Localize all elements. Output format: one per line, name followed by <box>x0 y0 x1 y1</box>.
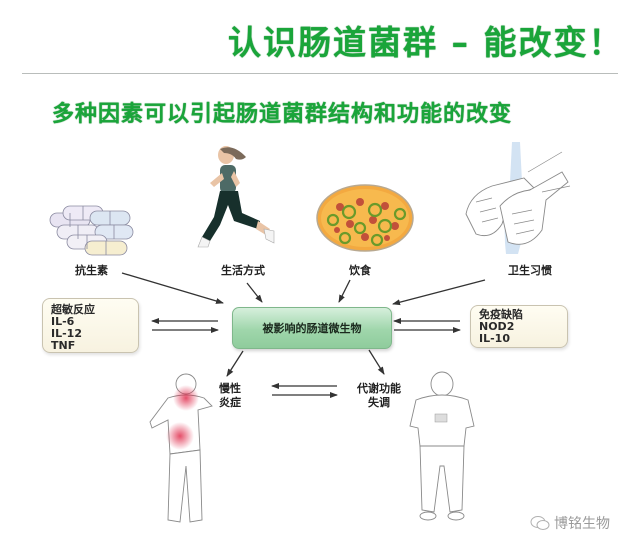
factor-label-hygiene: 卫生习惯 <box>508 264 552 277</box>
immune-overreaction-box: 超敏反应 IL-6 IL-12 TNF <box>42 298 139 353</box>
page-title: 认识肠道菌群 – 能改变！ <box>228 23 624 62</box>
pizza-icon <box>316 184 414 252</box>
wechat-icon <box>530 516 550 530</box>
right-box-line: 免疫缺陷 <box>479 308 523 321</box>
runner-icon <box>197 146 275 248</box>
outcome-metabolic: 代谢功能 失调 <box>357 382 401 409</box>
factor-label-lifestyle: 生活方式 <box>221 264 265 277</box>
title-divider <box>22 73 618 74</box>
handwashing-icon <box>465 142 571 254</box>
page-subtitle: 多种因素可以引起肠道菌群结构和功能的改变 <box>52 102 513 127</box>
capsules-icon <box>49 205 134 256</box>
right-box-line: IL-10 <box>479 332 510 345</box>
factor-label-antibiotics: 抗生素 <box>75 264 108 277</box>
obese-person-icon <box>409 371 475 521</box>
left-box-line: IL-6 <box>51 315 75 328</box>
watermark: 博铭生物 <box>530 513 610 533</box>
watermark-text: 博铭生物 <box>554 516 610 532</box>
factor-label-diet: 饮食 <box>349 264 371 277</box>
outcome-inflammation: 慢性 炎症 <box>219 382 241 409</box>
right-box-line: NOD2 <box>479 320 515 333</box>
left-box-line: 超敏反应 <box>51 303 95 316</box>
immunodeficiency-box: 免疫缺陷 NOD2 IL-10 <box>470 305 568 348</box>
left-box-line: TNF <box>51 339 76 352</box>
center-label: 被影响的肠道微生物 <box>262 322 362 335</box>
left-box-line: IL-12 <box>51 327 82 340</box>
affected-gut-microbiota-box: 被影响的肠道微生物 <box>232 307 392 349</box>
back-pain-person-icon <box>149 373 213 523</box>
